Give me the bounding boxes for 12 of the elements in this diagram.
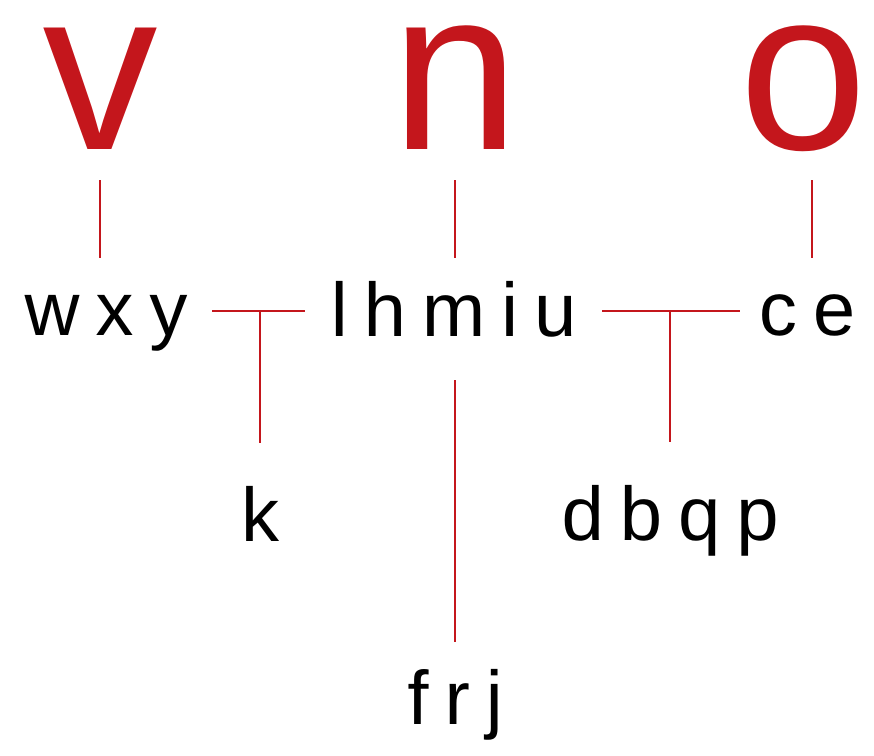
connector-line (259, 310, 305, 443)
letter-group: ce (758, 272, 872, 348)
letter-group: lhmiu (330, 273, 592, 349)
connector-line (811, 180, 813, 258)
large-letter: n (391, 0, 519, 185)
connector-line (454, 380, 456, 642)
connector-line (669, 310, 740, 442)
letter-group: k (241, 478, 295, 554)
large-letter: v (42, 0, 158, 185)
large-letter: o (739, 0, 867, 185)
connector-line (99, 180, 101, 258)
connector-line (454, 180, 456, 258)
